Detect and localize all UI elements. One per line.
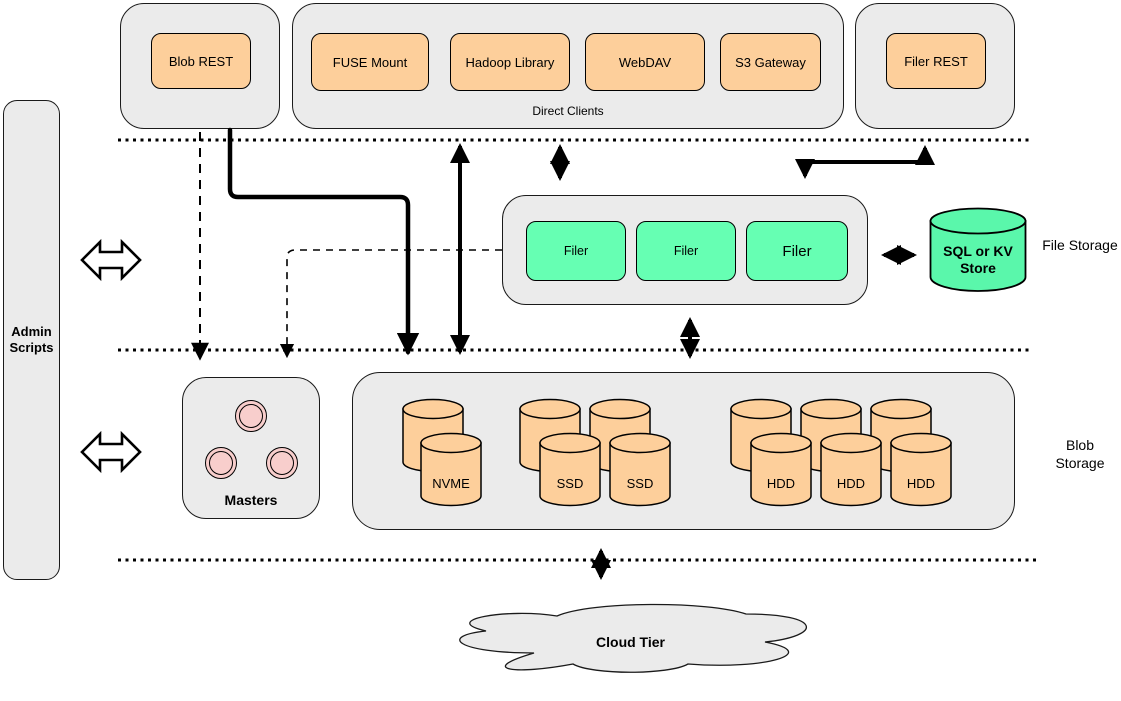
file-storage-section-label: File Storage xyxy=(1042,237,1118,253)
admin-scripts-label: Admin Scripts xyxy=(9,324,54,355)
masters-label: Masters xyxy=(224,492,278,508)
filer-label-3: Filer xyxy=(782,242,812,260)
filer-group: Filer Filer Filer xyxy=(502,195,868,305)
arrow-filerrest-filer xyxy=(795,145,935,179)
filer-node-2: Filer xyxy=(636,221,736,281)
arrow-blobrest-to-blobstorage xyxy=(227,127,420,356)
filer-node-1: Filer xyxy=(526,221,626,281)
cloud-tier-label: Cloud Tier xyxy=(596,634,665,650)
ssd-volume-cylinder: SSD xyxy=(609,432,671,508)
fuse-mount-label: FUSE Mount xyxy=(332,54,408,70)
hdd-label: HDD xyxy=(836,476,866,491)
blob-rest-node: Blob REST xyxy=(151,33,251,89)
filer-label-1: Filer xyxy=(563,244,589,258)
cloud-tier-shape: Cloud Tier xyxy=(438,586,823,698)
hdd-label: HDD xyxy=(766,476,796,491)
ssd-label: SSD xyxy=(556,476,584,491)
direct-clients-group: FUSE Mount Hadoop Library WebDAV S3 Gate… xyxy=(292,3,844,129)
admin-blob-storage-double-arrow-icon xyxy=(80,430,142,474)
ssd-volume-cylinder: SSD xyxy=(539,432,601,508)
master-node-icon xyxy=(235,400,267,432)
nvme-volume-cylinder: NVME xyxy=(420,432,482,508)
hdd-volume-cylinder: HDD xyxy=(820,432,882,508)
master-node-icon xyxy=(266,447,298,479)
hdd-label: HDD xyxy=(906,476,936,491)
hadoop-library-node: Hadoop Library xyxy=(450,33,570,91)
s3-gateway-node: S3 Gateway xyxy=(720,33,821,91)
database-cylinder-icon xyxy=(929,207,1027,292)
blob-rest-group: Blob REST xyxy=(120,3,280,129)
arrow-filer-to-masters xyxy=(279,249,502,359)
webdav-label: WebDAV xyxy=(618,54,672,70)
fuse-mount-node: FUSE Mount xyxy=(311,33,429,91)
filer-node-3: Filer xyxy=(746,221,848,281)
direct-clients-label: Direct Clients xyxy=(532,104,604,118)
nvme-label: NVME xyxy=(432,476,470,491)
ssd-label: SSD xyxy=(626,476,654,491)
hdd-volume-cylinder: HDD xyxy=(750,432,812,508)
admin-scripts-box: Admin Scripts xyxy=(3,100,60,580)
filer-label-2: Filer xyxy=(673,244,699,258)
hadoop-library-label: Hadoop Library xyxy=(465,54,555,70)
masters-group: Masters xyxy=(182,377,320,519)
master-node-icon xyxy=(205,447,237,479)
filer-rest-node: Filer REST xyxy=(886,33,986,89)
sql-kv-store-label: SQL or KV Store xyxy=(943,243,1013,276)
webdav-node: WebDAV xyxy=(585,33,705,91)
sql-kv-store-cylinder: SQL or KV Store xyxy=(929,207,1027,293)
blob-rest-label: Blob REST xyxy=(168,53,234,69)
blob-storage-section-label: Blob Storage xyxy=(1055,437,1105,471)
filer-rest-group: Filer REST xyxy=(855,3,1015,129)
admin-file-storage-double-arrow-icon xyxy=(80,238,142,282)
s3-gateway-label: S3 Gateway xyxy=(735,54,806,70)
cloud-icon xyxy=(459,603,808,673)
filer-rest-label: Filer REST xyxy=(904,53,968,69)
hdd-volume-cylinder: HDD xyxy=(890,432,952,508)
